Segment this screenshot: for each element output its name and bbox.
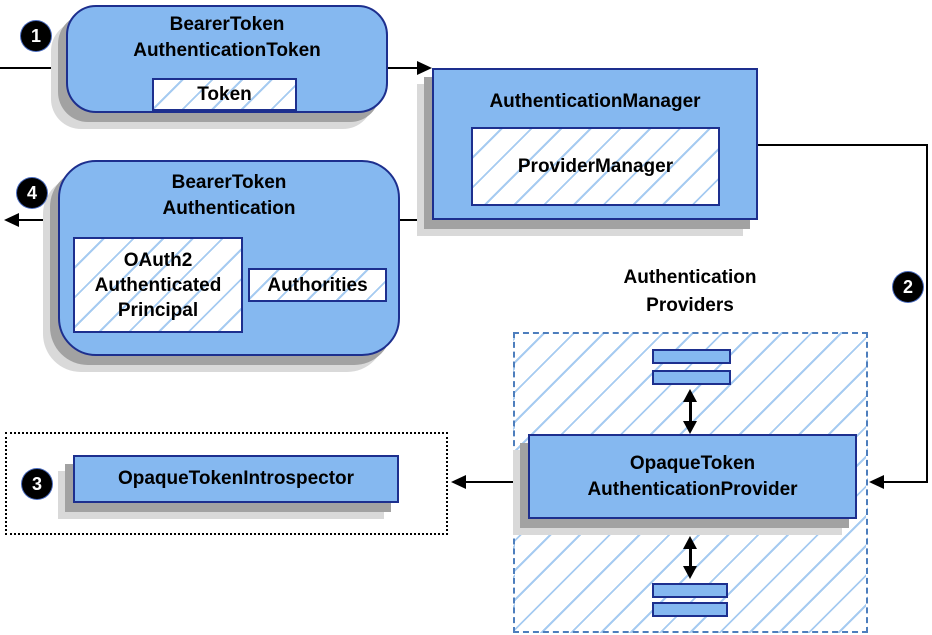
top-double-arrow-down-icon bbox=[683, 421, 697, 434]
provider-stack-bar bbox=[652, 370, 731, 385]
manager-to-provider-arrowhead-icon bbox=[869, 475, 884, 489]
authentication-out-line bbox=[19, 219, 58, 221]
manager-to-provider-line bbox=[884, 481, 928, 483]
step-badge-3: 3 bbox=[22, 469, 52, 499]
bottom-double-arrow-line bbox=[689, 547, 692, 568]
token-to-manager-line bbox=[388, 67, 417, 69]
opaque-token-introspector-title: OpaqueTokenIntrospector bbox=[117, 468, 355, 489]
top-double-arrow-up-icon bbox=[683, 389, 697, 402]
manager-to-authentication-line bbox=[400, 219, 432, 221]
node-bearer-token-authentication-token: BearerToken AuthenticationToken Token bbox=[66, 5, 388, 113]
node-bearer-token-authentication: BearerToken Authentication OAuth2 Authen… bbox=[58, 160, 400, 356]
provider-stack-bar bbox=[652, 602, 728, 617]
provider-to-introspector-line bbox=[466, 481, 528, 483]
bearer-token-authentication-title: BearerToken Authentication bbox=[162, 172, 296, 219]
authentication-providers-title: Authentication Providers bbox=[623, 267, 757, 316]
step-badge-2: 2 bbox=[893, 272, 923, 302]
authentication-out-arrowhead-icon bbox=[4, 213, 19, 227]
authorities-box: Authorities bbox=[248, 268, 387, 302]
manager-right-line bbox=[758, 144, 928, 146]
bottom-double-arrow-up-icon bbox=[683, 536, 697, 549]
incoming-request-line bbox=[0, 67, 66, 69]
node-opaque-token-introspector: OpaqueTokenIntrospector bbox=[73, 455, 399, 503]
bearer-token-authentication-token-title: BearerToken AuthenticationToken bbox=[133, 14, 321, 61]
bottom-double-arrow-down-icon bbox=[683, 566, 697, 579]
provider-to-introspector-arrowhead-icon bbox=[451, 475, 466, 489]
authentication-manager-title: AuthenticationManager bbox=[489, 91, 701, 112]
token-box: Token bbox=[152, 78, 297, 111]
manager-down-line bbox=[926, 144, 928, 483]
opaque-token-authentication-provider-title: OpaqueToken AuthenticationProvider bbox=[587, 452, 798, 500]
node-authentication-manager: AuthenticationManager ProviderManager bbox=[432, 68, 758, 220]
token-to-manager-arrowhead-icon bbox=[417, 61, 432, 75]
provider-stack-bar bbox=[652, 583, 728, 598]
top-double-arrow-line bbox=[689, 400, 692, 423]
oauth2-authenticated-principal-box: OAuth2 Authenticated Principal bbox=[73, 237, 243, 333]
node-opaque-token-authentication-provider: OpaqueToken AuthenticationProvider bbox=[528, 434, 857, 519]
step-badge-1: 1 bbox=[21, 21, 51, 51]
step-badge-4: 4 bbox=[17, 178, 47, 208]
provider-manager-box: ProviderManager bbox=[471, 127, 720, 206]
provider-stack-bar bbox=[652, 349, 731, 364]
